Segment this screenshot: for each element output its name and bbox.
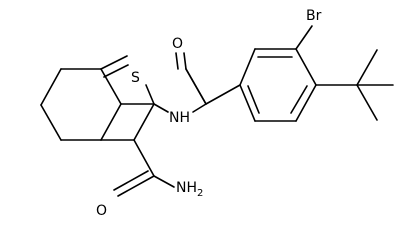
thiophene-sulfur-label: S (131, 70, 140, 86)
molecule-structure: Br O NH S NH2 O (40, 8, 394, 219)
bromine-substituent (295, 25, 313, 50)
carboxamide-nh-text: NH (176, 180, 197, 196)
tert-butyl-group (315, 49, 394, 121)
cyclohexane-ring (40, 68, 102, 141)
carboxamide-nh2-label: NH2 (176, 180, 203, 199)
carboxamide-group (113, 139, 175, 197)
carboxamide-subscript: 2 (197, 188, 203, 199)
benzene-ring (239, 48, 317, 122)
thiophene-ring (100, 55, 155, 141)
carboxamide-oxygen-label: O (96, 203, 107, 219)
amide-linker (153, 52, 241, 113)
amide-nh-label: NH (169, 110, 190, 126)
bromine-label: Br (306, 8, 322, 24)
carbonyl-oxygen-label: O (172, 36, 183, 52)
